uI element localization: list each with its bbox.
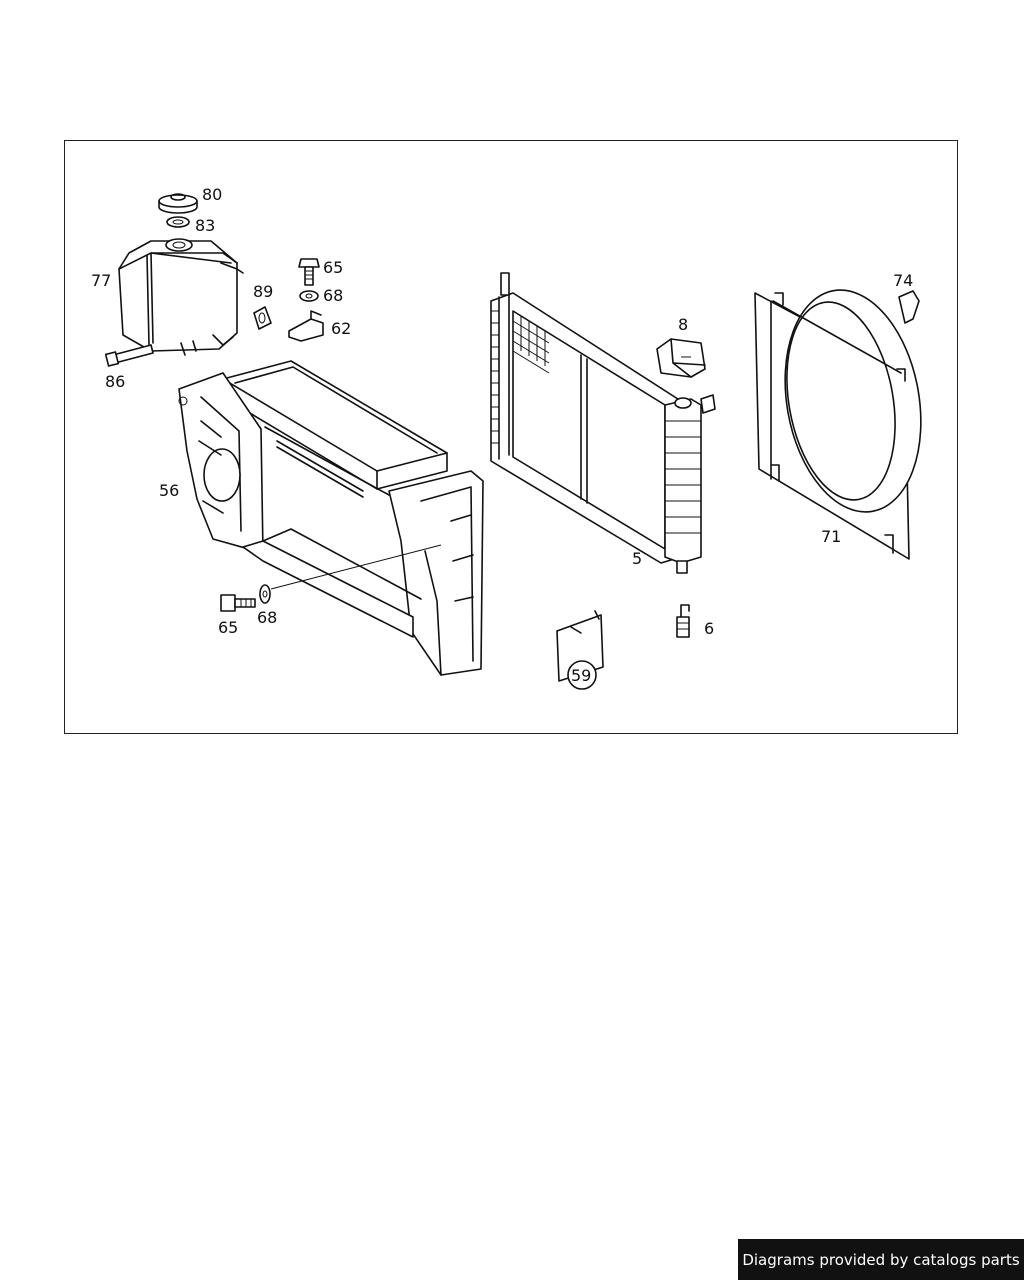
callout-6: 6	[704, 619, 714, 638]
callout-86: 86	[105, 372, 125, 391]
callout-71: 71	[821, 527, 841, 546]
callout-59: 59	[571, 666, 591, 685]
callout-5: 5	[632, 549, 642, 568]
part-59-cover[interactable]	[556, 610, 604, 690]
part-68-washer-bottom[interactable]	[259, 584, 271, 604]
part-5-radiator[interactable]	[490, 272, 716, 574]
part-56-frame[interactable]	[178, 360, 484, 676]
part-77-expansion-tank[interactable]	[118, 238, 244, 356]
part-8-mount[interactable]	[656, 338, 706, 378]
part-6-drain-plug[interactable]	[676, 604, 690, 638]
callout-83: 83	[195, 216, 215, 235]
part-65-bolt-bottom[interactable]	[220, 594, 256, 612]
part-86-bolt[interactable]	[104, 344, 154, 367]
callout-65-top: 65	[323, 258, 343, 277]
callout-56: 56	[159, 481, 179, 500]
callout-89: 89	[253, 282, 273, 301]
part-74-clip[interactable]	[898, 290, 920, 324]
callout-77: 77	[91, 271, 111, 290]
callout-65-bottom: 65	[218, 618, 238, 637]
part-65-bolt-top[interactable]	[298, 258, 320, 286]
part-68-washer-top[interactable]	[299, 290, 319, 302]
part-62-bracket[interactable]	[288, 310, 324, 342]
part-71-fan-shroud[interactable]	[754, 279, 937, 560]
diagram-frame: 80 83 77 86 89 65 68 62 56 65 68 8 5 6 5…	[64, 140, 958, 734]
callout-74: 74	[893, 271, 913, 290]
footer-credit-badge: Diagrams provided by catalogs parts	[738, 1239, 1024, 1280]
parts-diagram: 80 83 77 86 89 65 68 62 56 65 68 8 5 6 5…	[91, 185, 937, 690]
callout-8: 8	[678, 315, 688, 334]
callout-68-bottom: 68	[257, 608, 277, 627]
callout-80: 80	[202, 185, 222, 204]
callout-68-top: 68	[323, 286, 343, 305]
part-89-clip[interactable]	[253, 306, 272, 330]
part-80-cap[interactable]	[158, 193, 198, 214]
part-83-seal[interactable]	[166, 216, 190, 228]
callout-62: 62	[331, 319, 351, 338]
